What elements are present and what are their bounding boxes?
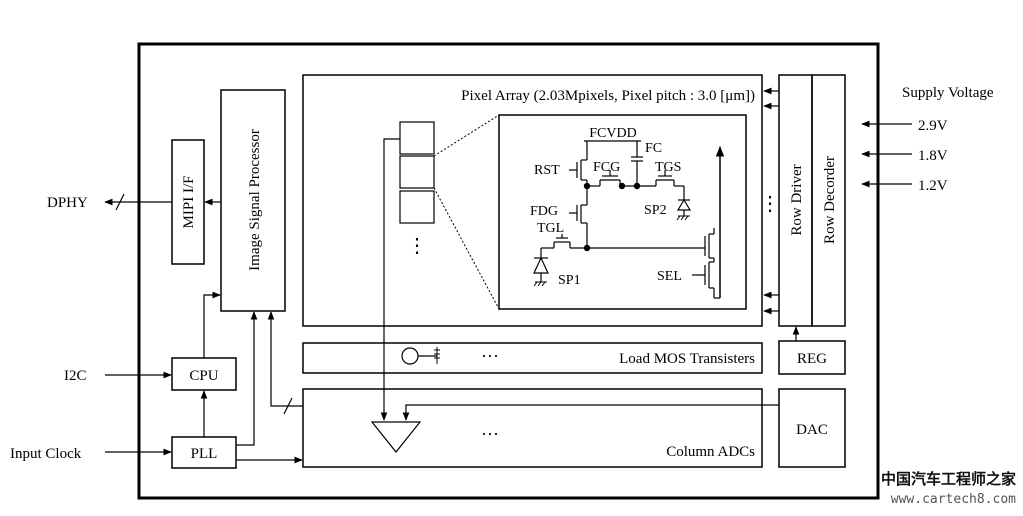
zoom-line-bottom [433, 187, 500, 310]
row-driver-label: Row Driver [789, 164, 805, 235]
current-source-icon [401, 347, 419, 365]
pixel-array-block [302, 74, 763, 327]
pixel-array-label: Pixel Array (2.03Mpixels, Pixel pitch : … [461, 88, 755, 104]
reg-block [778, 340, 846, 375]
sp2-label: SP2 [644, 203, 667, 218]
pixel-column-ellipsis: ⋮ [407, 235, 427, 257]
supply-level: 1.8V [918, 148, 948, 164]
column-adcs-label: Column ADCs [666, 444, 755, 460]
pixel-circuit-inset: FCVDD FC RST FCG TGS [498, 114, 747, 310]
bus-slash [283, 397, 293, 415]
fdg-label: FDG [530, 204, 558, 219]
row-ellipsis: ⋮ [760, 193, 780, 215]
row-decoder-label: Row Decorder [822, 156, 838, 244]
watermark-url: www.cartech8.com [891, 492, 1016, 507]
bus-slash [115, 193, 125, 211]
sp1-label: SP1 [558, 273, 581, 288]
reg-label: REG [797, 351, 827, 367]
dac-block [778, 388, 846, 468]
i2c-label: I2C [64, 368, 87, 384]
isp-block [220, 89, 286, 312]
watermark-cn: 中国汽车工程师之家 [881, 470, 1016, 488]
supply-level: 2.9V [918, 118, 948, 134]
load-mos-label: Load MOS Transisters [619, 351, 755, 367]
column-signal-line [380, 138, 400, 421]
load-mos-ellipsis: ··· [481, 346, 499, 366]
pixel-cell-highlight [399, 155, 435, 189]
tgs-label: TGS [655, 160, 681, 175]
sel-label: SEL [657, 269, 682, 284]
zoom-line-top [433, 114, 500, 157]
supply-level: 1.2V [918, 178, 948, 194]
mipi-label: MIPI I/F [181, 176, 197, 229]
fcg-label: FCG [593, 160, 620, 175]
rst-label: RST [534, 163, 560, 178]
dphy-label: DPHY [47, 195, 88, 211]
adc-ellipsis: ··· [481, 424, 499, 444]
pll-label: PLL [191, 446, 218, 462]
pll-to-isp-arrow [236, 311, 258, 446]
comparator-icon [370, 421, 422, 453]
cpu-label: CPU [189, 368, 218, 384]
isp-label: Image Signal Processor [247, 129, 263, 271]
fc-label: FC [645, 141, 662, 156]
tgl-label: TGL [537, 221, 564, 236]
row-decoder-block [811, 74, 846, 327]
chip-boundary [137, 42, 880, 500]
pixel-cell [399, 190, 435, 224]
column-adcs-block [302, 388, 763, 468]
dac-label: DAC [796, 422, 828, 438]
pixel-cell [399, 121, 435, 155]
supply-voltage-title: Supply Voltage [902, 85, 994, 101]
dac-ramp-line [402, 404, 779, 421]
input-clock-label: Input Clock [10, 446, 82, 462]
fcvdd-label: FCVDD [589, 126, 636, 141]
adc-to-isp-bus [267, 311, 303, 407]
load-mos-block [302, 342, 763, 374]
cpu-to-isp-arrow [203, 291, 221, 358]
